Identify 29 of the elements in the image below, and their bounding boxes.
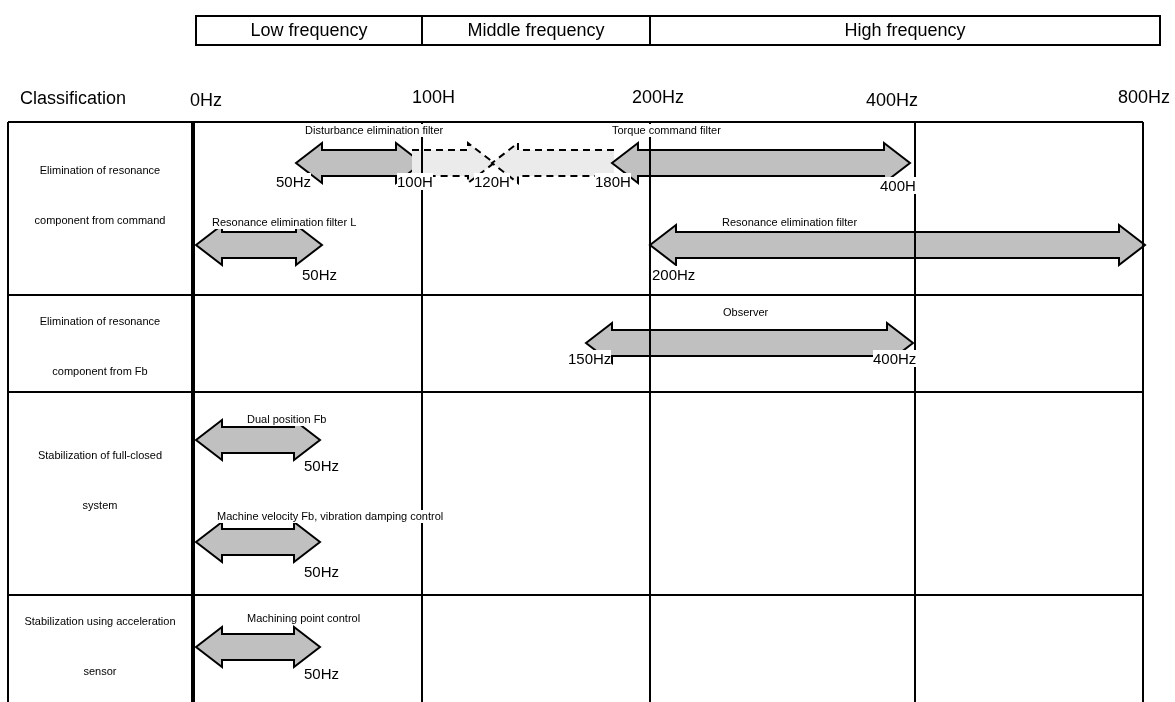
frequency-tick-label: 400Hz [866, 90, 919, 110]
range-label: Resonance elimination filter [722, 216, 858, 229]
frequency-label: 50Hz [276, 173, 312, 190]
frequency-label: 120H [474, 173, 510, 190]
frequency-tick-label: 800Hz [1118, 87, 1171, 107]
frequency-tick-label: 100H [412, 87, 456, 107]
frequency-label: 400H [880, 177, 916, 194]
range-label: Dual position Fb [247, 413, 327, 426]
frequency-label: 400Hz [873, 350, 917, 367]
frequency-band-header: Middle frequency [421, 15, 651, 46]
frequency-label: 150Hz [568, 350, 612, 367]
row-heading: Stabilization using acceleration sensor [23, 614, 177, 679]
frequency-tick-label: 0Hz [190, 90, 222, 110]
range-label: Machining point control [247, 612, 361, 625]
range-label: Disturbance elimination filter [305, 124, 444, 137]
frequency-band-header: Low frequency [195, 15, 423, 46]
frequency-band-header: High frequency [649, 15, 1161, 46]
range-label: Observer [723, 306, 769, 319]
row-heading: Elimination of resonance component from command [33, 163, 167, 228]
frequency-tick-label: 200Hz [632, 87, 685, 107]
range-label: Resonance elimination filter L [212, 216, 357, 229]
column-heading: Classification [20, 88, 127, 108]
row-heading: Stabilization of full-closed system [36, 448, 164, 513]
frequency-label: 180H [595, 173, 631, 190]
range-label: Torque command filter [612, 124, 721, 137]
frequency-label: 100H [397, 173, 433, 190]
range-label: Machine velocity Fb, vibration damping control [217, 510, 444, 523]
frequency-label: 200Hz [652, 266, 696, 283]
row-heading: Elimination of resonance component from Fb [38, 314, 162, 379]
